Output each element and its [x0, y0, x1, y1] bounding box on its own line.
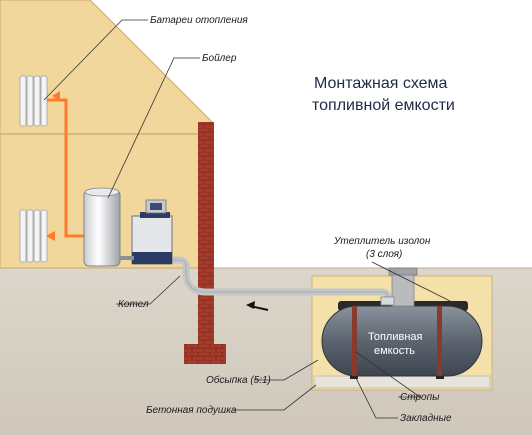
leader-insulation	[371, 261, 453, 303]
title-line-1: Монтажная схема	[314, 75, 448, 92]
arrow-up-icon	[52, 91, 60, 101]
brick-foundation	[184, 344, 226, 364]
sling-1	[352, 306, 357, 376]
brick-wall	[198, 122, 214, 348]
concrete-pad	[313, 375, 491, 389]
label-insulation-1: Утеплитель изолон	[333, 236, 431, 247]
embedded-plate-1	[350, 374, 358, 379]
pipe-fitting	[380, 296, 395, 306]
leader-embedded	[355, 377, 398, 419]
label-slings: Стропы	[400, 392, 440, 403]
heating-pipe	[46, 98, 100, 238]
arrow-left-icon-lower	[46, 231, 55, 241]
label-tank-2: емкость	[374, 345, 415, 357]
arrow-left-icon	[246, 301, 269, 311]
leader-boiler	[116, 275, 181, 305]
radiator-upper	[19, 75, 48, 127]
tank-neck-cap	[388, 267, 418, 276]
leader-boiler-tank	[107, 57, 200, 199]
leader-slings	[355, 351, 422, 398]
label-tank-1: Топливная	[368, 331, 423, 343]
label-boiler: Котел	[118, 299, 149, 310]
radiator-lower	[19, 209, 48, 263]
boiler-unit	[120, 199, 173, 265]
label-boiler-tank: Бойлер	[202, 53, 237, 64]
label-radiators: Батареи отопления	[150, 15, 248, 26]
leader-radiators	[43, 19, 148, 101]
boiler-tank	[83, 187, 121, 267]
label-embedded: Закладные	[400, 413, 452, 424]
sling-2	[437, 306, 442, 376]
title-line-2: топливной емкости	[312, 97, 455, 114]
label-concrete-pad: Бетонная подушка	[146, 405, 237, 416]
leader-backfill	[254, 359, 319, 381]
label-insulation-2: (3 слоя)	[366, 249, 402, 260]
label-backfill: Обсыпка (5:1)	[206, 374, 271, 386]
leader-concrete	[232, 384, 317, 411]
